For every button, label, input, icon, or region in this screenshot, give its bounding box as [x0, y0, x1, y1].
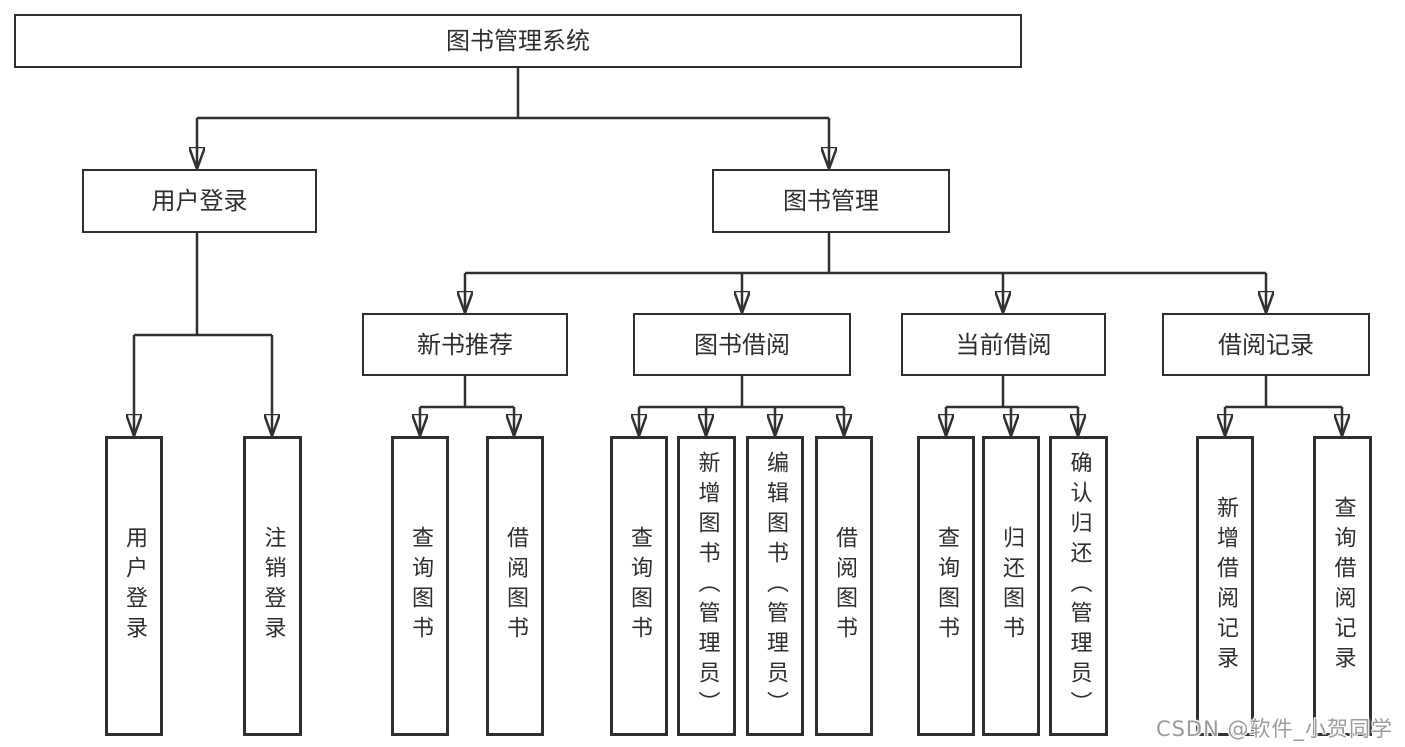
- leaf-borrow-books-recommend-label: 借阅图书: [503, 526, 528, 646]
- trunk-root: [197, 68, 829, 120]
- node-library-management-system: 图书管理系统: [14, 14, 1022, 68]
- node-current-borrow: 当前借阅: [901, 313, 1106, 376]
- leaf-query-books-recommend-label: 查询图书: [408, 526, 433, 646]
- node-user-login: 用户登录: [82, 169, 317, 233]
- leaf-add-borrow-record-label: 新增借阅记录: [1213, 496, 1238, 676]
- leaf-user-login: 用户登录: [105, 436, 163, 736]
- node-book-management: 图书管理: [712, 169, 950, 233]
- leaf-borrow-books-recommend: 借阅图书: [486, 436, 544, 736]
- trunk-current-borrow: [946, 376, 1078, 409]
- trunk-new-book-recommend: [420, 376, 514, 409]
- node-new-book-recommend-label: 新书推荐: [417, 330, 513, 359]
- leaf-user-login-label: 用户登录: [122, 526, 147, 646]
- leaf-query-borrow-record: 查询借阅记录: [1313, 436, 1372, 736]
- leaf-borrow-books-borrow: 借阅图书: [815, 436, 873, 736]
- leaf-query-books-borrow: 查询图书: [610, 436, 668, 736]
- leaf-add-books-admin: 新增图书（管理员）: [677, 436, 736, 736]
- leaf-logout-label: 注销登录: [260, 526, 286, 646]
- leaf-logout: 注销登录: [243, 436, 302, 736]
- leaf-confirm-return-admin: 确认归还（管理员）: [1049, 436, 1108, 736]
- trunk-book-borrow: [639, 376, 844, 409]
- node-book-management-label: 图书管理: [783, 187, 879, 215]
- leaf-edit-books-admin-label: 编辑图书（管理员）: [763, 451, 788, 721]
- csdn-watermark: CSDN @软件_小贺同学: [1155, 717, 1393, 741]
- leaf-return-books: 归还图书: [982, 436, 1040, 736]
- leaf-edit-books-admin: 编辑图书（管理员）: [746, 436, 804, 736]
- node-new-book-recommend: 新书推荐: [362, 313, 568, 376]
- leaf-add-books-admin-label: 新增图书（管理员）: [694, 451, 720, 721]
- node-borrow-records: 借阅记录: [1162, 313, 1370, 376]
- node-user-login-label: 用户登录: [151, 187, 248, 215]
- node-current-borrow-label: 当前借阅: [955, 330, 1052, 359]
- leaf-query-borrow-record-label: 查询借阅记录: [1330, 496, 1356, 676]
- trunk-borrow-records: [1225, 376, 1342, 409]
- leaf-confirm-return-admin-label: 确认归还（管理员）: [1066, 451, 1092, 721]
- leaf-return-books-label: 归还图书: [999, 526, 1024, 646]
- leaf-query-books-current-label: 查询图书: [934, 526, 959, 646]
- node-borrow-records-label: 借阅记录: [1218, 330, 1314, 359]
- node-book-borrow-label: 图书借阅: [694, 330, 790, 359]
- node-book-borrow: 图书借阅: [633, 313, 851, 376]
- trunk-book-management: [465, 233, 1266, 275]
- node-library-management-system-label: 图书管理系统: [446, 27, 590, 55]
- leaf-add-borrow-record: 新增借阅记录: [1196, 436, 1254, 736]
- leaf-query-books-current: 查询图书: [917, 436, 975, 736]
- leaf-query-books-recommend: 查询图书: [391, 436, 449, 736]
- leaf-borrow-books-borrow-label: 借阅图书: [832, 526, 857, 646]
- leaf-query-books-borrow-label: 查询图书: [627, 526, 652, 646]
- trunk-user-login: [134, 233, 272, 337]
